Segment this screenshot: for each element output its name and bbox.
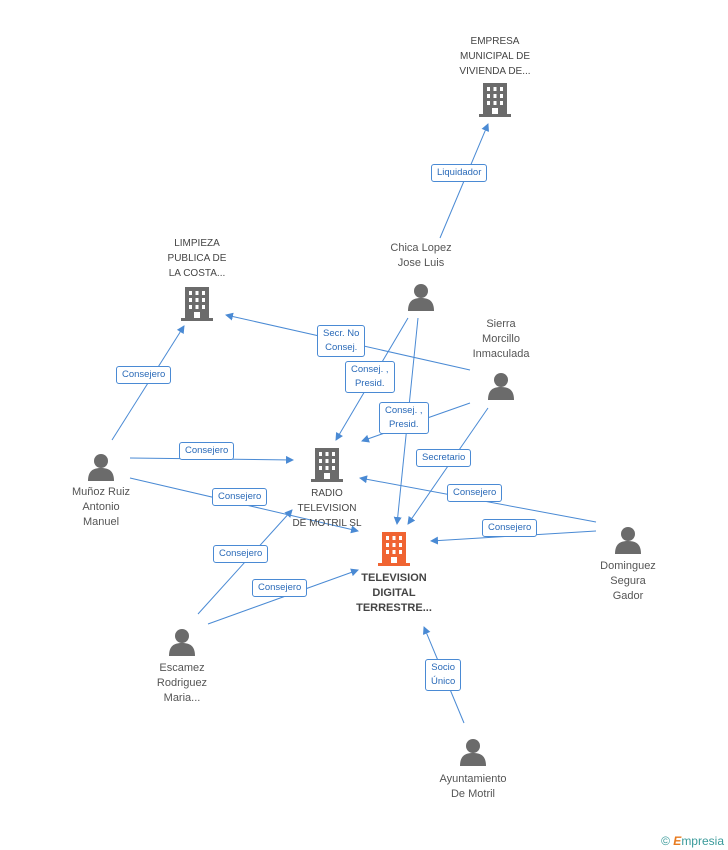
edge-escamez-tv xyxy=(207,568,359,625)
edge-label-liquidador[interactable]: Liquidador xyxy=(431,164,488,182)
node-ayuntamiento[interactable]: Ayuntamiento De Motril xyxy=(418,738,528,802)
node-label: RADIO TELEVISION DE MOTRIL SL xyxy=(292,488,362,529)
person-icon xyxy=(407,283,435,311)
person-icon xyxy=(459,738,487,766)
edge-label-consej-presid-chica[interactable]: Consej. , Presid. xyxy=(345,361,395,393)
building-icon xyxy=(378,532,410,566)
edge-label-secr-no-consej[interactable]: Secr. No Consej. xyxy=(317,325,366,357)
person-icon xyxy=(168,628,196,656)
edge-label-consejero-dominguez-tv[interactable]: Consejero xyxy=(482,519,538,537)
edge-label-consejero-munoz-limpieza[interactable]: Consejero xyxy=(116,366,172,384)
building-icon xyxy=(181,287,213,321)
node-label: Ayuntamiento De Motril xyxy=(439,773,507,800)
edge-label-consejero-dominguez-radio[interactable]: Consejero xyxy=(447,484,503,502)
node-label: EMPRESA MUNICIPAL DE VIVIENDA DE... xyxy=(459,36,531,77)
edge-label-consejero-munoz-tv[interactable]: Consejero xyxy=(212,488,268,506)
node-chica[interactable]: Chica Lopez Jose Luis xyxy=(366,241,476,311)
node-radio[interactable]: RADIO TELEVISION DE MOTRIL SL xyxy=(272,448,382,531)
edge-label-secretario[interactable]: Secretario xyxy=(416,449,472,467)
copyright-icon: © xyxy=(661,834,670,848)
person-icon xyxy=(614,526,642,554)
brand-logo-initial: E xyxy=(673,834,682,848)
person-icon xyxy=(87,453,115,481)
node-escamez[interactable]: Escamez Rodriguez Maria... xyxy=(127,628,237,706)
node-television-center[interactable]: TELEVISION DIGITAL TERRESTRE... xyxy=(339,532,449,616)
brand-logo-text: mpresia xyxy=(681,834,724,848)
node-empresa-municipal[interactable]: EMPRESA MUNICIPAL DE VIVIENDA DE... xyxy=(440,34,550,117)
node-sierra[interactable]: Sierra Morcillo Inmaculada xyxy=(446,317,556,400)
node-label: TELEVISION DIGITAL TERRESTRE... xyxy=(356,572,432,614)
building-icon xyxy=(479,83,511,117)
edge-label-consejero-escamez-radio[interactable]: Consejero xyxy=(213,545,269,563)
person-icon xyxy=(487,372,515,400)
node-label: Escamez Rodriguez Maria... xyxy=(156,662,208,704)
edge-label-consejero-munoz-radio[interactable]: Consejero xyxy=(179,442,235,460)
node-label: Dominguez Segura Gador xyxy=(600,560,656,602)
node-limpieza[interactable]: LIMPIEZA PUBLICA DE LA COSTA... xyxy=(142,236,252,321)
node-dominguez[interactable]: Dominguez Segura Gador xyxy=(573,526,683,604)
edge-label-consejero-escamez-tv[interactable]: Consejero xyxy=(252,579,308,597)
edge-label-socio-unico[interactable]: Socio Único xyxy=(425,659,462,691)
building-icon xyxy=(311,448,343,482)
footer-brand: © Empresia xyxy=(661,834,724,848)
node-munoz[interactable]: Muñoz Ruiz Antonio Manuel xyxy=(46,453,156,530)
node-label: LIMPIEZA PUBLICA DE LA COSTA... xyxy=(167,238,227,279)
edge-label-consej-presid-sierra[interactable]: Consej. , Presid. xyxy=(379,402,429,434)
node-label: Chica Lopez Jose Luis xyxy=(390,242,452,269)
node-label: Sierra Morcillo Inmaculada xyxy=(472,318,530,360)
node-label: Muñoz Ruiz Antonio Manuel xyxy=(71,486,131,528)
